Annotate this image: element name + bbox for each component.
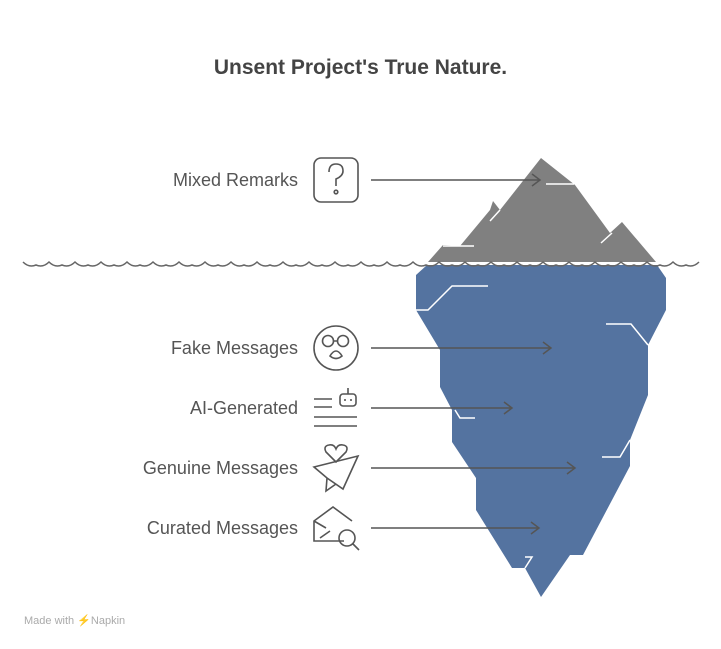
arrow-fake-messages xyxy=(371,341,553,355)
question-icon xyxy=(313,157,359,203)
arrows xyxy=(371,173,577,535)
water-line xyxy=(22,260,700,267)
napkin-brand: Napkin xyxy=(90,615,126,627)
page-title: Unsent Project's True Nature. xyxy=(213,56,508,79)
glasses-face-icon xyxy=(313,325,359,371)
iceberg-cracks xyxy=(416,183,649,569)
iceberg-tip xyxy=(428,158,656,262)
label-fake-messages: Fake Messages xyxy=(170,338,298,358)
arrow-genuine-messages xyxy=(371,461,577,475)
napkin-logo-icon: ⚡ xyxy=(77,615,91,627)
label-ai-generated: AI-Generated xyxy=(189,398,298,418)
arrow-mixed-remarks xyxy=(371,173,542,187)
label-curated-messages: Curated Messages xyxy=(146,518,298,538)
envelope-search-icon xyxy=(313,506,360,551)
iceberg-submerged xyxy=(416,265,666,597)
label-mixed-remarks: Mixed Remarks xyxy=(172,170,298,190)
napkin-watermark: Made with ⚡Napkin xyxy=(24,614,125,627)
heart-paper-plane-icon xyxy=(312,444,360,493)
robot-text-icon xyxy=(314,388,357,427)
made-with-text: Made with xyxy=(24,615,75,627)
arrow-curated-messages xyxy=(371,521,541,535)
label-genuine-messages: Genuine Messages xyxy=(142,458,298,478)
arrow-ai-generated xyxy=(371,401,514,415)
